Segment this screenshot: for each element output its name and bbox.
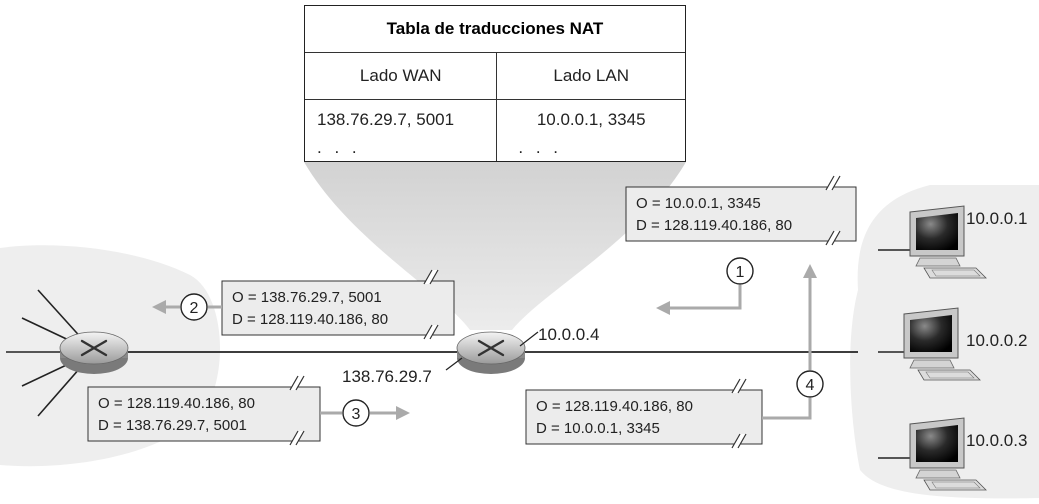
lan-address: 10.0.0.1, 3345 (536, 110, 646, 129)
packet-destination: D = 10.0.0.1, 3345 (536, 420, 660, 437)
arrowhead (396, 406, 410, 420)
packet-box (221, 280, 455, 336)
step-2-marker: 2 (180, 293, 208, 321)
packet-tear-mark (731, 378, 747, 449)
step-4-marker: 4 (796, 370, 824, 398)
wan-cell: 138.76.29.7, 5001 . . . (305, 99, 498, 161)
packet-4: O = 128.119.40.186, 80 D = 10.0.0.1, 334… (525, 378, 763, 449)
wan-ellipsis: . . . (317, 138, 361, 157)
nat-router-inside-ip: 10.0.0.4 (538, 325, 599, 344)
desktop-computer-icon (909, 205, 987, 279)
packet-1: O = 10.0.0.1, 3345 D = 128.119.40.186, 8… (625, 175, 857, 246)
outside-ip-leader (445, 357, 463, 371)
lan-ellipsis: . . . (518, 138, 563, 157)
step-number: 1 (736, 264, 745, 281)
packet-destination: D = 138.76.29.7, 5001 (98, 417, 247, 434)
arrowhead (803, 264, 817, 278)
packet-2: O = 138.76.29.7, 5001 D = 128.119.40.186… (221, 269, 455, 340)
packet-destination: D = 128.119.40.186, 80 (232, 311, 388, 328)
nat-table-title: Tabla de traducciones NAT (305, 6, 685, 53)
wan-address: 138.76.29.7, 5001 (317, 110, 455, 129)
step-number: 4 (806, 377, 815, 394)
host-ip: 10.0.0.1 (966, 209, 1027, 228)
step-1-marker: 1 (726, 257, 754, 285)
packet-tear-mark (289, 375, 305, 446)
packet-source: O = 10.0.0.1, 3345 (636, 195, 761, 212)
packet-box (625, 186, 857, 242)
wan-side-header: Lado WAN (305, 52, 498, 100)
arrowhead (152, 300, 166, 314)
packet-source: O = 138.76.29.7, 5001 (232, 289, 382, 306)
nat-table-funnel (304, 162, 686, 330)
step-number: 3 (352, 406, 361, 423)
nat-router-icon (456, 331, 526, 374)
packet-3: O = 128.119.40.186, 80 D = 138.76.29.7, … (87, 375, 321, 446)
arrowhead (656, 301, 670, 315)
desktop-computer-icon (903, 307, 981, 381)
step-3-marker: 3 (342, 399, 370, 427)
host-3: 10.0.0.3 (909, 417, 1027, 491)
internet-router-icon (59, 331, 129, 374)
host-ip: 10.0.0.3 (966, 431, 1027, 450)
packet-tear-mark (423, 269, 439, 340)
nat-router-outside-ip: 138.76.29.7 (342, 367, 432, 386)
packet-tear-mark (825, 175, 841, 246)
step-number: 2 (190, 300, 199, 317)
host-1: 10.0.0.1 (909, 205, 1027, 279)
nat-translation-table: Tabla de traducciones NAT Lado WAN Lado … (304, 5, 686, 162)
packet-4-arrow (762, 398, 812, 420)
packet-source: O = 128.119.40.186, 80 (98, 395, 255, 412)
lan-cell: 10.0.0.1, 3345 . . . (497, 100, 685, 162)
desktop-computer-icon (909, 417, 987, 491)
packet-box (87, 386, 321, 442)
packet-box (525, 389, 763, 445)
packet-source: O = 128.119.40.186, 80 (536, 398, 693, 415)
host-2: 10.0.0.2 (903, 307, 1027, 381)
host-ip: 10.0.0.2 (966, 331, 1027, 350)
packet-1-arrow (668, 285, 742, 310)
packet-destination: D = 128.119.40.186, 80 (636, 217, 792, 234)
inside-ip-leader (519, 331, 539, 347)
lan-side-header: Lado LAN (496, 52, 685, 100)
